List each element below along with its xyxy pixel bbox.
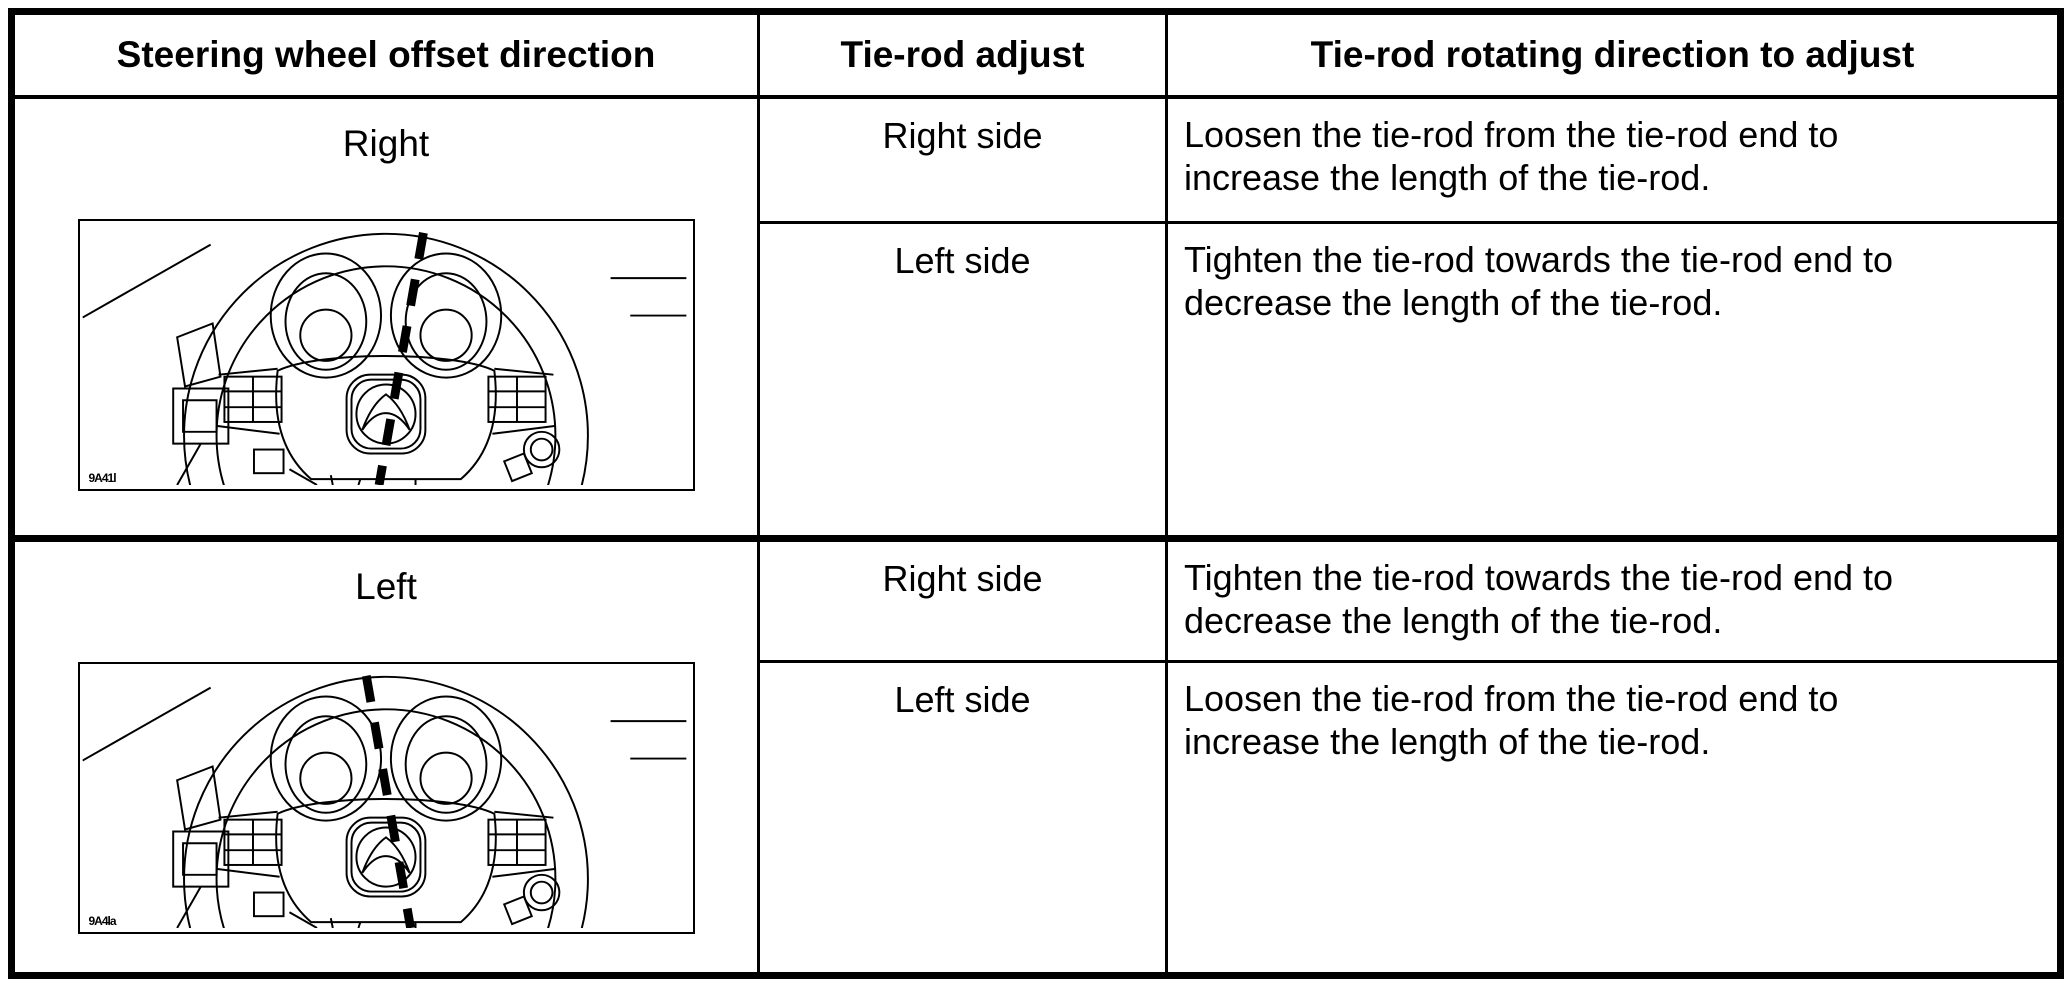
tie-rod-adjust-cell: Left side [757,220,1168,540]
steering-wheel-left-offset-icon [80,674,689,928]
offset-centerline [361,674,415,928]
steering-wheel-right-offset-icon [80,232,689,485]
table-row: Left side Tighten the tie-rod towards th… [12,220,2062,540]
figure-code: 9A4la [88,913,117,928]
tie-rod-adjust-cell: Right side [757,534,1168,663]
instruction-cell: Loosen the tie-rod from the tie-rod end … [1165,659,2062,977]
offset-right-cell: Right 9A41l [10,95,760,540]
tie-rod-adjust-cell: Left side [757,659,1168,977]
steering-wheel-figure-left: 9A4la [77,661,695,934]
table-row: Left 9A4la Right side Tighten the tie-ro… [10,534,2062,977]
offset-direction-label: Left [355,565,417,607]
header-tie-rod-adjust: Tie-rod adjust [757,10,1168,99]
table-row: Right 9A41l Right side Loosen the tie-ro… [10,95,2062,540]
tie-rod-adjust-cell: Right side [757,95,1168,224]
offset-centerline [374,232,428,485]
tie-rod-adjust-table: Steering wheel offset direction Tie-rod … [8,8,2064,979]
header-rotating-direction: Tie-rod rotating direction to adjust [1165,10,2062,99]
offset-left-cell: Left 9A4la [10,534,760,977]
instruction-cell: Loosen the tie-rod from the tie-rod end … [1165,95,2062,224]
header-offset-direction: Steering wheel offset direction [10,10,760,99]
table-row: Left side Loosen the tie-rod from the ti… [12,659,2062,977]
instruction-cell: Tighten the tie-rod towards the tie-rod … [1165,220,2062,540]
steering-wheel-figure-right: 9A41l [77,219,695,491]
instruction-cell: Tighten the tie-rod towards the tie-rod … [1165,534,2062,663]
header-row: Steering wheel offset direction Tie-rod … [10,10,2062,99]
figure-code: 9A41l [88,471,117,485]
offset-direction-label: Right [342,123,430,164]
